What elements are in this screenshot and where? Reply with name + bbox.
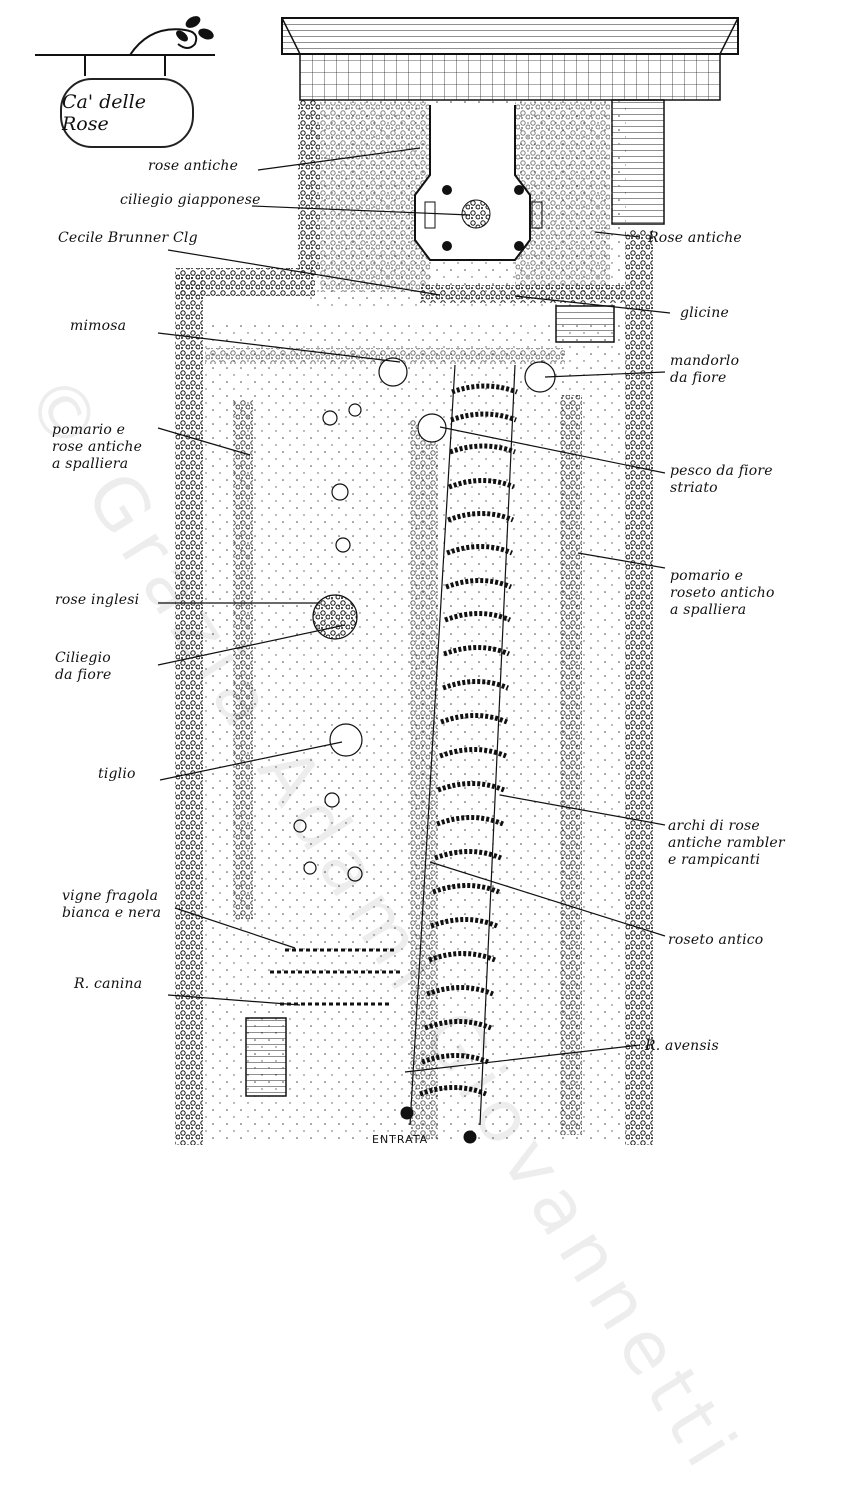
- label-vigne: vigne fragola bianca e nera: [62, 888, 162, 921]
- house: [281, 17, 739, 225]
- sign-bracket: [35, 28, 215, 76]
- label-pomario-right: pomario e roseto anticho a spalliera: [670, 568, 775, 618]
- trees: [293, 357, 556, 882]
- label-ciliegio-giapponese: ciliegio giapponese: [120, 192, 261, 208]
- label-pomario-left: pomario e rose antiche a spalliera: [52, 422, 143, 472]
- garden-sign: Ca' delle Rose: [60, 78, 194, 148]
- label-cecile-brunner: Cecile Brunner Clg: [58, 230, 198, 246]
- label-ciliegio-fiore: Ciliegio da fiore: [55, 650, 112, 683]
- label-rose-inglesi: rose inglesi: [55, 592, 140, 608]
- leader-lines: [157, 147, 671, 1073]
- leaf-icon: [176, 16, 214, 42]
- label-r-canina: R. canina: [74, 976, 143, 992]
- vine-rows: [270, 948, 400, 1006]
- label-mimosa: mimosa: [70, 318, 127, 334]
- upper-courtyard: [298, 100, 626, 310]
- label-pesco: pesco da fiore striato: [670, 463, 773, 496]
- main-garden: [175, 230, 653, 1145]
- sign-name: Ca' delle Rose: [62, 91, 146, 135]
- label-rose-antiche-top: rose antiche: [148, 158, 239, 174]
- label-tiglio: tiglio: [98, 766, 136, 782]
- label-r-avensis: R. avensis: [645, 1038, 719, 1054]
- label-rose-antiche-right: Rose antiche: [648, 230, 742, 246]
- label-archi: archi di rose antiche rambler e rampican…: [668, 818, 785, 868]
- arches-path: [400, 364, 518, 1144]
- garden-plan: [35, 16, 739, 1145]
- entrance-label: ENTRATA: [372, 1133, 429, 1146]
- label-mandorlo: mandorlo da fiore: [670, 353, 740, 386]
- label-roseto-antico: roseto antico: [668, 932, 764, 948]
- label-glicine: glicine: [680, 305, 729, 321]
